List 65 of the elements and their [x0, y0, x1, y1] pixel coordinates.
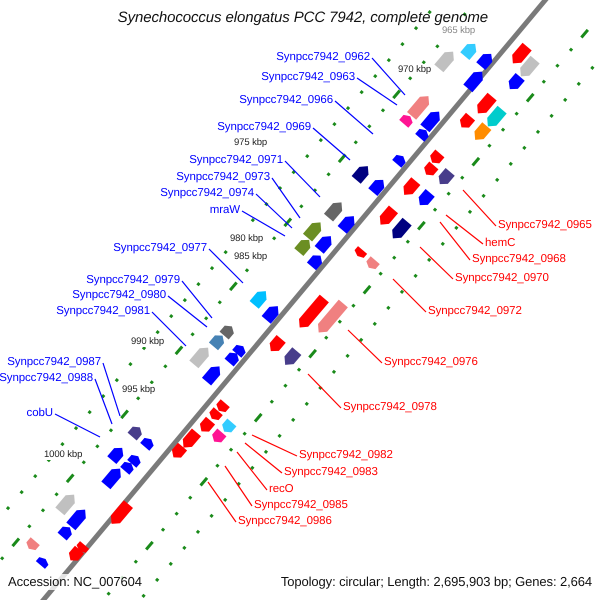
leader-line [272, 178, 300, 218]
scale-label: 990 kbp [130, 336, 166, 347]
gene-label: recO [269, 482, 294, 496]
gene-label: Synpcc7942_0981 [56, 304, 150, 318]
leader-line [208, 248, 244, 284]
leader-line [440, 222, 470, 260]
leader-line [182, 280, 212, 318]
gene-label: Synpcc7942_0982 [299, 448, 393, 462]
gene-label: cobU [26, 406, 53, 420]
gene-label: Synpcc7942_0973 [176, 170, 270, 184]
footer-text: Topology: circular; Length: 2,695,903 bp; Genes: 2,664 [280, 574, 592, 590]
scale-label: 995 kbp [121, 384, 156, 395]
gene-label: Synpcc7942_0983 [284, 465, 378, 479]
leader-line [356, 78, 398, 106]
gene-label: Synpcc7942_0988 [0, 371, 93, 385]
gene-label: Synpcc7942_0985 [254, 498, 348, 512]
scale-label: 970 kbp [397, 64, 432, 75]
gene-label: Synpcc7942_0966 [239, 93, 333, 107]
leader-line [94, 378, 113, 424]
leader-line [236, 452, 268, 490]
leader-line [446, 214, 484, 244]
leader-line [168, 296, 208, 328]
gene-label: Synpcc7942_0986 [238, 514, 332, 528]
leader-line [284, 160, 320, 198]
gene-label: Synpcc7942_0968 [472, 252, 566, 266]
leader-line [244, 442, 282, 474]
leader-line [392, 278, 426, 312]
gene-label: Synpcc7942_0987 [7, 355, 101, 369]
leader-line [242, 210, 286, 237]
scale-label: 965 kbp [441, 25, 476, 36]
gene-label: Synpcc7942_0965 [498, 218, 592, 232]
scale-label: 1000 kbp [43, 449, 84, 460]
gene-label: Synpcc7942_0976 [384, 355, 478, 369]
title: Synechococcus elongatus PCC 7942, complete genome [118, 9, 488, 26]
gene-label: mraW [210, 203, 240, 217]
leader-line [462, 190, 496, 226]
leader-line [420, 246, 454, 280]
leader-line [308, 374, 342, 408]
gene-label: Synpcc7942_0970 [455, 271, 549, 285]
gene-label: Synpcc7942_0963 [261, 70, 355, 84]
gene-label: Synpcc7942_0980 [72, 288, 166, 302]
leader-line [54, 413, 100, 438]
leader-line [372, 58, 406, 96]
gene-label: Synpcc7942_0978 [343, 400, 437, 414]
gene-label: Synpcc7942_0974 [160, 186, 254, 200]
leader-line [312, 128, 350, 160]
gene-label: Synpcc7942_0969 [217, 120, 311, 134]
gene-label: Synpcc7942_0971 [189, 153, 283, 167]
gene-label: Synpcc7942_0972 [428, 304, 522, 318]
gene-label: Synpcc7942_0977 [113, 241, 207, 255]
leader-line [152, 312, 186, 346]
leader-line [348, 330, 382, 364]
scale-label: 980 kbp [229, 233, 264, 244]
footer-text: Accession: NC_007604 [8, 574, 142, 590]
gene-label: Synpcc7942_0979 [86, 273, 180, 287]
leader-line [208, 482, 236, 522]
leader-line [256, 194, 292, 228]
leader-line [224, 466, 252, 506]
leader-line [102, 362, 121, 416]
scale-label: 985 kbp [233, 251, 268, 262]
scale-label: 975 kbp [233, 137, 268, 148]
gene-label: Synpcc7942_0962 [276, 50, 370, 64]
gene-label: hemC [485, 236, 516, 250]
leader-line [252, 434, 298, 457]
leader-line [334, 100, 374, 134]
